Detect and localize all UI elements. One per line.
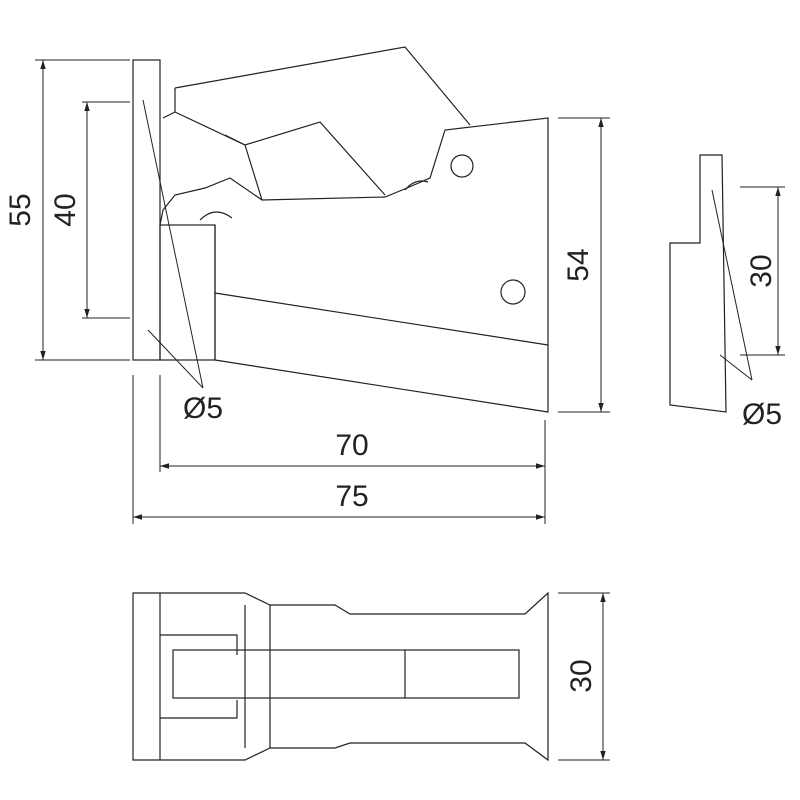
dim-75-extension — [132, 375, 546, 524]
hole-leader-right — [711, 189, 753, 381]
dim-side-30-label: 30 — [745, 254, 778, 287]
hole-lower — [500, 279, 526, 305]
dim-75-label: 75 — [335, 480, 368, 513]
arm-upper — [162, 111, 386, 196]
lower-block — [159, 224, 216, 361]
dim-55-label: 55 — [4, 193, 37, 226]
arm-wedge — [224, 134, 263, 201]
arm-top — [174, 46, 471, 126]
bottom-plate-lines — [159, 593, 271, 760]
bottom-slot — [172, 649, 520, 699]
hole-label-main: Ø5 — [183, 392, 223, 425]
front-view — [132, 46, 549, 413]
hole-upper — [450, 154, 474, 178]
dim-40-extension — [82, 101, 130, 319]
body-slide — [214, 225, 549, 360]
dim-bottom-30-label: 30 — [565, 659, 598, 692]
side-view — [669, 154, 753, 413]
bottom-view — [132, 591, 549, 762]
dim-54-label: 54 — [562, 248, 595, 281]
back-plate — [132, 59, 161, 361]
hole-label-side: Ø5 — [742, 398, 782, 431]
pivot-arc-left — [199, 211, 233, 221]
hole-leader-left — [142, 99, 204, 389]
bottom-stepped-slot — [160, 634, 238, 719]
dim-40-label: 40 — [49, 193, 82, 226]
dim-70-extension — [159, 375, 546, 472]
dim-70-label: 70 — [335, 429, 368, 462]
arm-outline — [159, 117, 549, 413]
bottom-outline — [132, 591, 549, 762]
dim-55-extension — [35, 59, 130, 361]
dimensions: 55 40 54 70 75 30 30 Ø5 Ø5 — [4, 59, 785, 761]
pivot-arc-right — [404, 180, 429, 191]
side-profile — [669, 154, 727, 413]
